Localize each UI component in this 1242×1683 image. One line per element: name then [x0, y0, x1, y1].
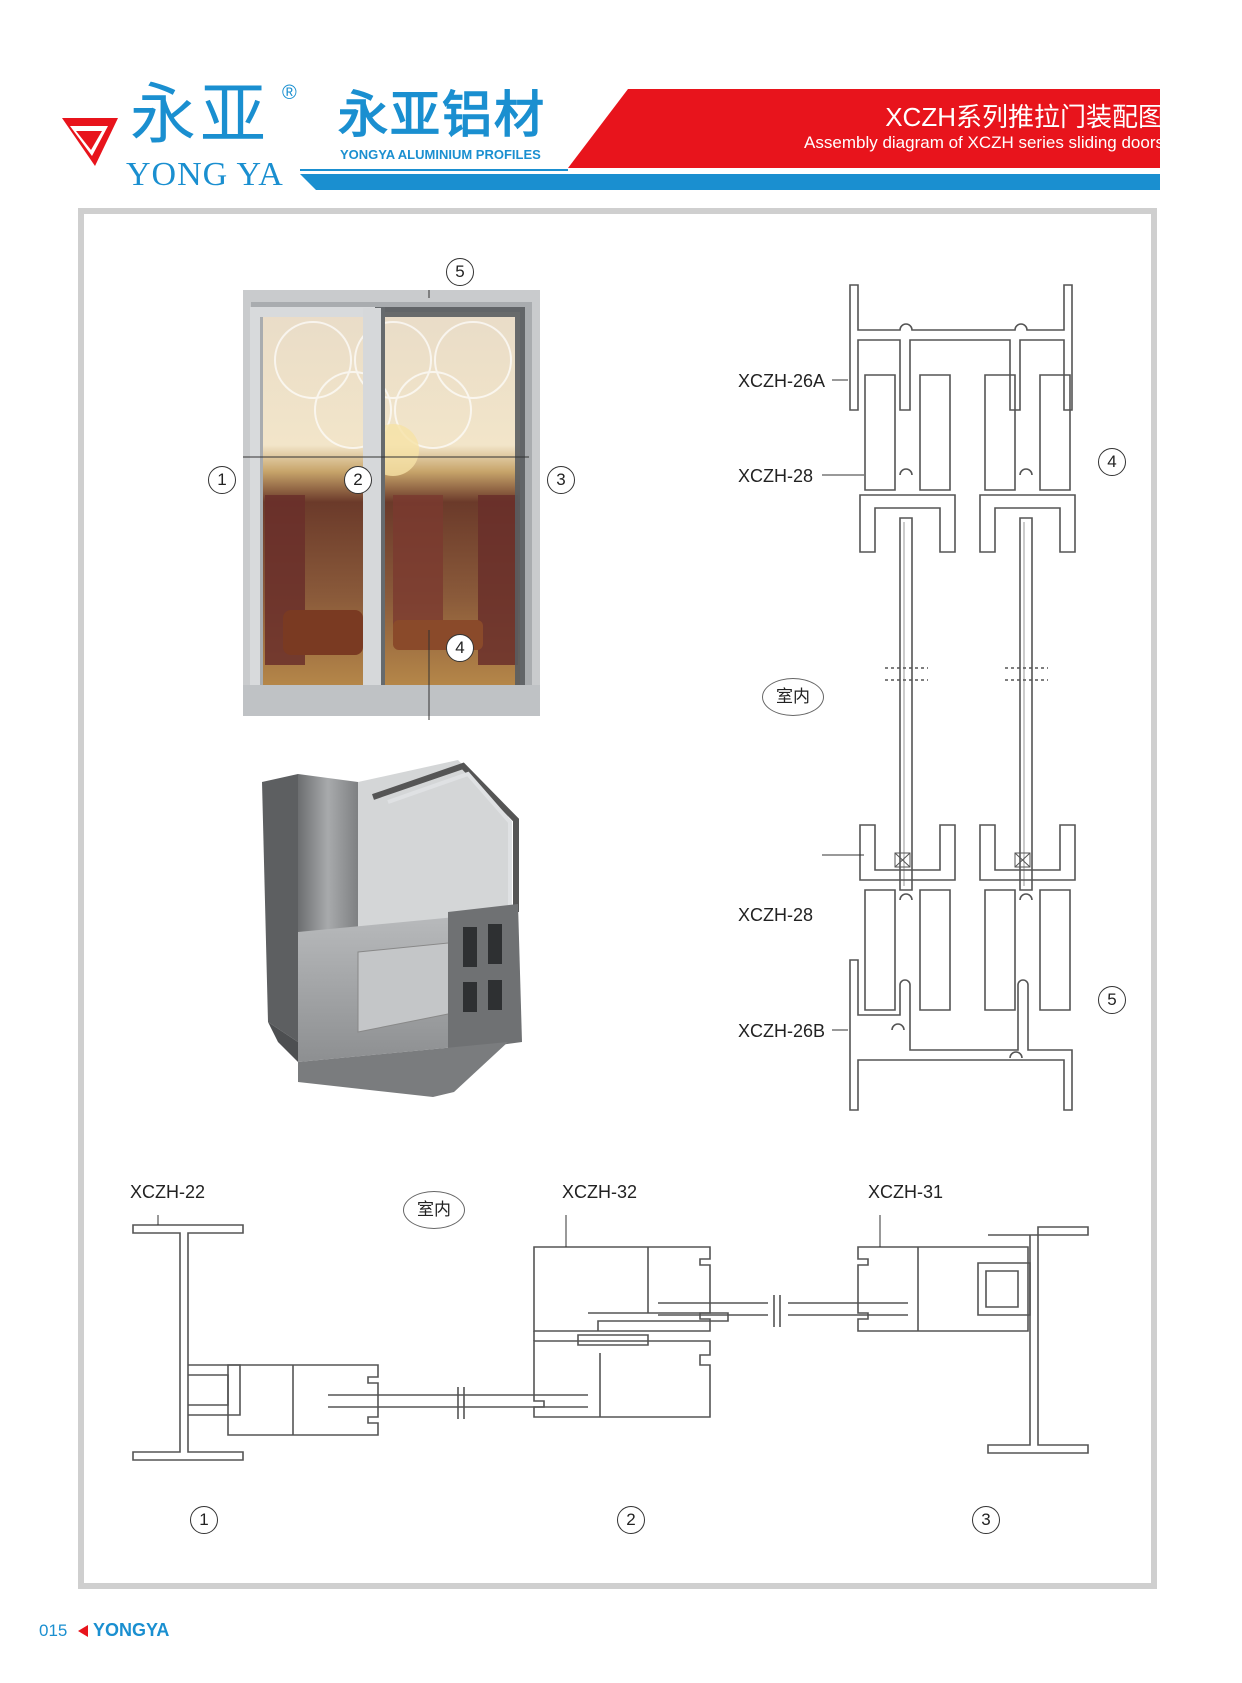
logo-cn: 永亚 [130, 76, 270, 153]
label-xczh-28-lower: XCZH-28 [738, 905, 814, 925]
section-callout-4: 4 [1098, 448, 1126, 476]
brand-cn: 永亚铝材 [338, 86, 546, 144]
photo-callout-3: 3 [547, 466, 575, 494]
bottom-callout-2: 2 [617, 1506, 645, 1534]
indoor-label-bottom: 室内 [403, 1191, 465, 1229]
label-xczh-22: XCZH-22 [130, 1182, 206, 1202]
footer-brand: YONGYA [93, 1620, 170, 1640]
logo-en: YONG YA [126, 156, 284, 193]
photo-callout-2: 2 [344, 466, 372, 494]
title-banner [568, 89, 1160, 168]
content-panel [78, 208, 1157, 1589]
bottom-callout-3: 3 [972, 1506, 1000, 1534]
brand-en: YONGYA ALUMINIUM PROFILES [340, 147, 541, 162]
horizontal-section-drawing [132, 1215, 1089, 1461]
registered-mark: ® [282, 82, 297, 104]
bottom-callout-1: 1 [190, 1506, 218, 1534]
footer-arrow-icon [78, 1625, 88, 1637]
section-callout-5: 5 [1098, 986, 1126, 1014]
vertical-section-drawing [822, 284, 1076, 1111]
label-xczh-31: XCZH-31 [868, 1182, 944, 1202]
door-photo [243, 290, 540, 720]
page-number: 015 [39, 1621, 68, 1640]
page-title-cn: XCZH系列推拉门装配图 [885, 102, 1164, 132]
header-graphics [62, 89, 1160, 190]
label-xczh-28-upper: XCZH-28 [738, 466, 814, 486]
label-xczh-26b: XCZH-26B [738, 1021, 826, 1041]
photo-callout-5: 4 [446, 634, 474, 662]
header-blue-strip [300, 174, 1160, 190]
label-xczh-26a: XCZH-26A [738, 371, 826, 391]
profile-3d-render [262, 760, 522, 1097]
photo-callout-4: 5 [446, 258, 474, 286]
indoor-label-right: 室内 [762, 678, 824, 716]
photo-callout-1: 1 [208, 466, 236, 494]
label-xczh-32: XCZH-32 [562, 1182, 638, 1202]
page-title-en: Assembly diagram of XCZH series sliding … [804, 133, 1164, 152]
